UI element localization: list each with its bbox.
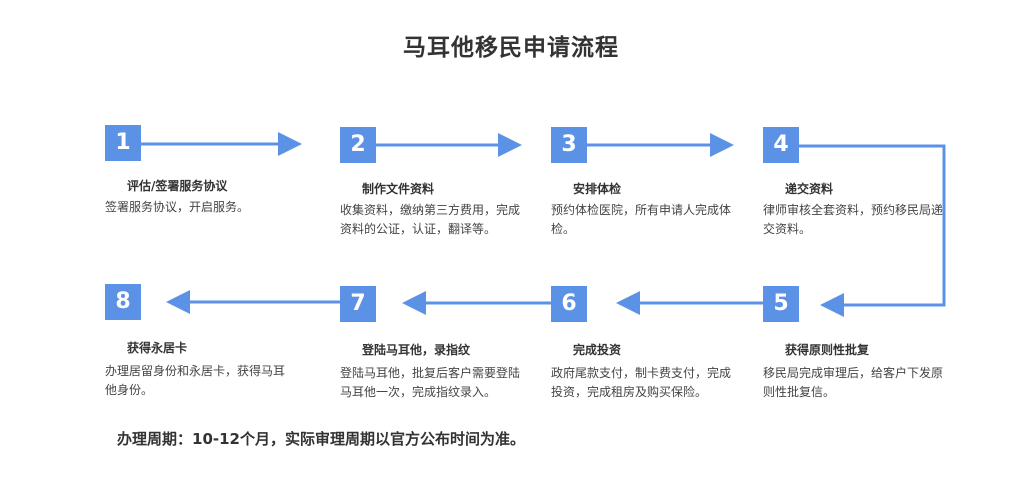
step-8-title: 获得永居卡 bbox=[127, 341, 188, 355]
step-1-number: 1 bbox=[105, 125, 141, 161]
processing-period-note: 办理周期：10-12个月，实际审理周期以官方公布时间为准。 bbox=[117, 430, 525, 448]
step-3-number: 3 bbox=[551, 127, 587, 163]
page-title: 马耳他移民申请流程 bbox=[403, 35, 619, 61]
step-6-number: 6 bbox=[551, 286, 587, 322]
arrow-4-to-5 bbox=[798, 144, 946, 317]
step-1-desc: 签署服务协议，开启服务。 bbox=[105, 200, 250, 214]
step-2-title: 制作文件资料 bbox=[362, 182, 435, 196]
step-7-desc: 登陆马耳他，批复后客户需要登陆马耳他一次，完成指纹录入。 bbox=[340, 366, 521, 399]
step-3-desc: 预约体检医院，所有申请人完成体检。 bbox=[551, 203, 732, 236]
step-1-title: 评估/签署服务协议 bbox=[127, 179, 228, 193]
step-3-title: 安排体检 bbox=[573, 182, 622, 196]
step-4-desc: 律师审核全套资料，预约移民局递交资料。 bbox=[763, 203, 944, 236]
step-2-desc: 收集资料，缴纳第三方费用，完成资料的公证，认证，翻译等。 bbox=[340, 203, 521, 236]
step-7-number: 7 bbox=[340, 286, 376, 322]
step-2-number: 2 bbox=[340, 127, 376, 163]
step-8-desc: 办理居留身份和永居卡，获得马耳他身份。 bbox=[105, 364, 286, 397]
step-8-number: 8 bbox=[105, 284, 141, 320]
step-4-number: 4 bbox=[763, 127, 799, 163]
step-5-title: 获得原则性批复 bbox=[785, 343, 870, 357]
step-7-title: 登陆马耳他，录指纹 bbox=[362, 343, 471, 357]
step-6-desc: 政府尾款支付，制卡费支付，完成投资，完成租房及购买保险。 bbox=[551, 366, 732, 399]
step-6-title: 完成投资 bbox=[573, 343, 622, 357]
step-4-title: 递交资料 bbox=[785, 182, 834, 196]
step-5-desc: 移民局完成审理后，给客户下发原则性批复信。 bbox=[763, 366, 944, 399]
step-5-number: 5 bbox=[763, 286, 799, 322]
